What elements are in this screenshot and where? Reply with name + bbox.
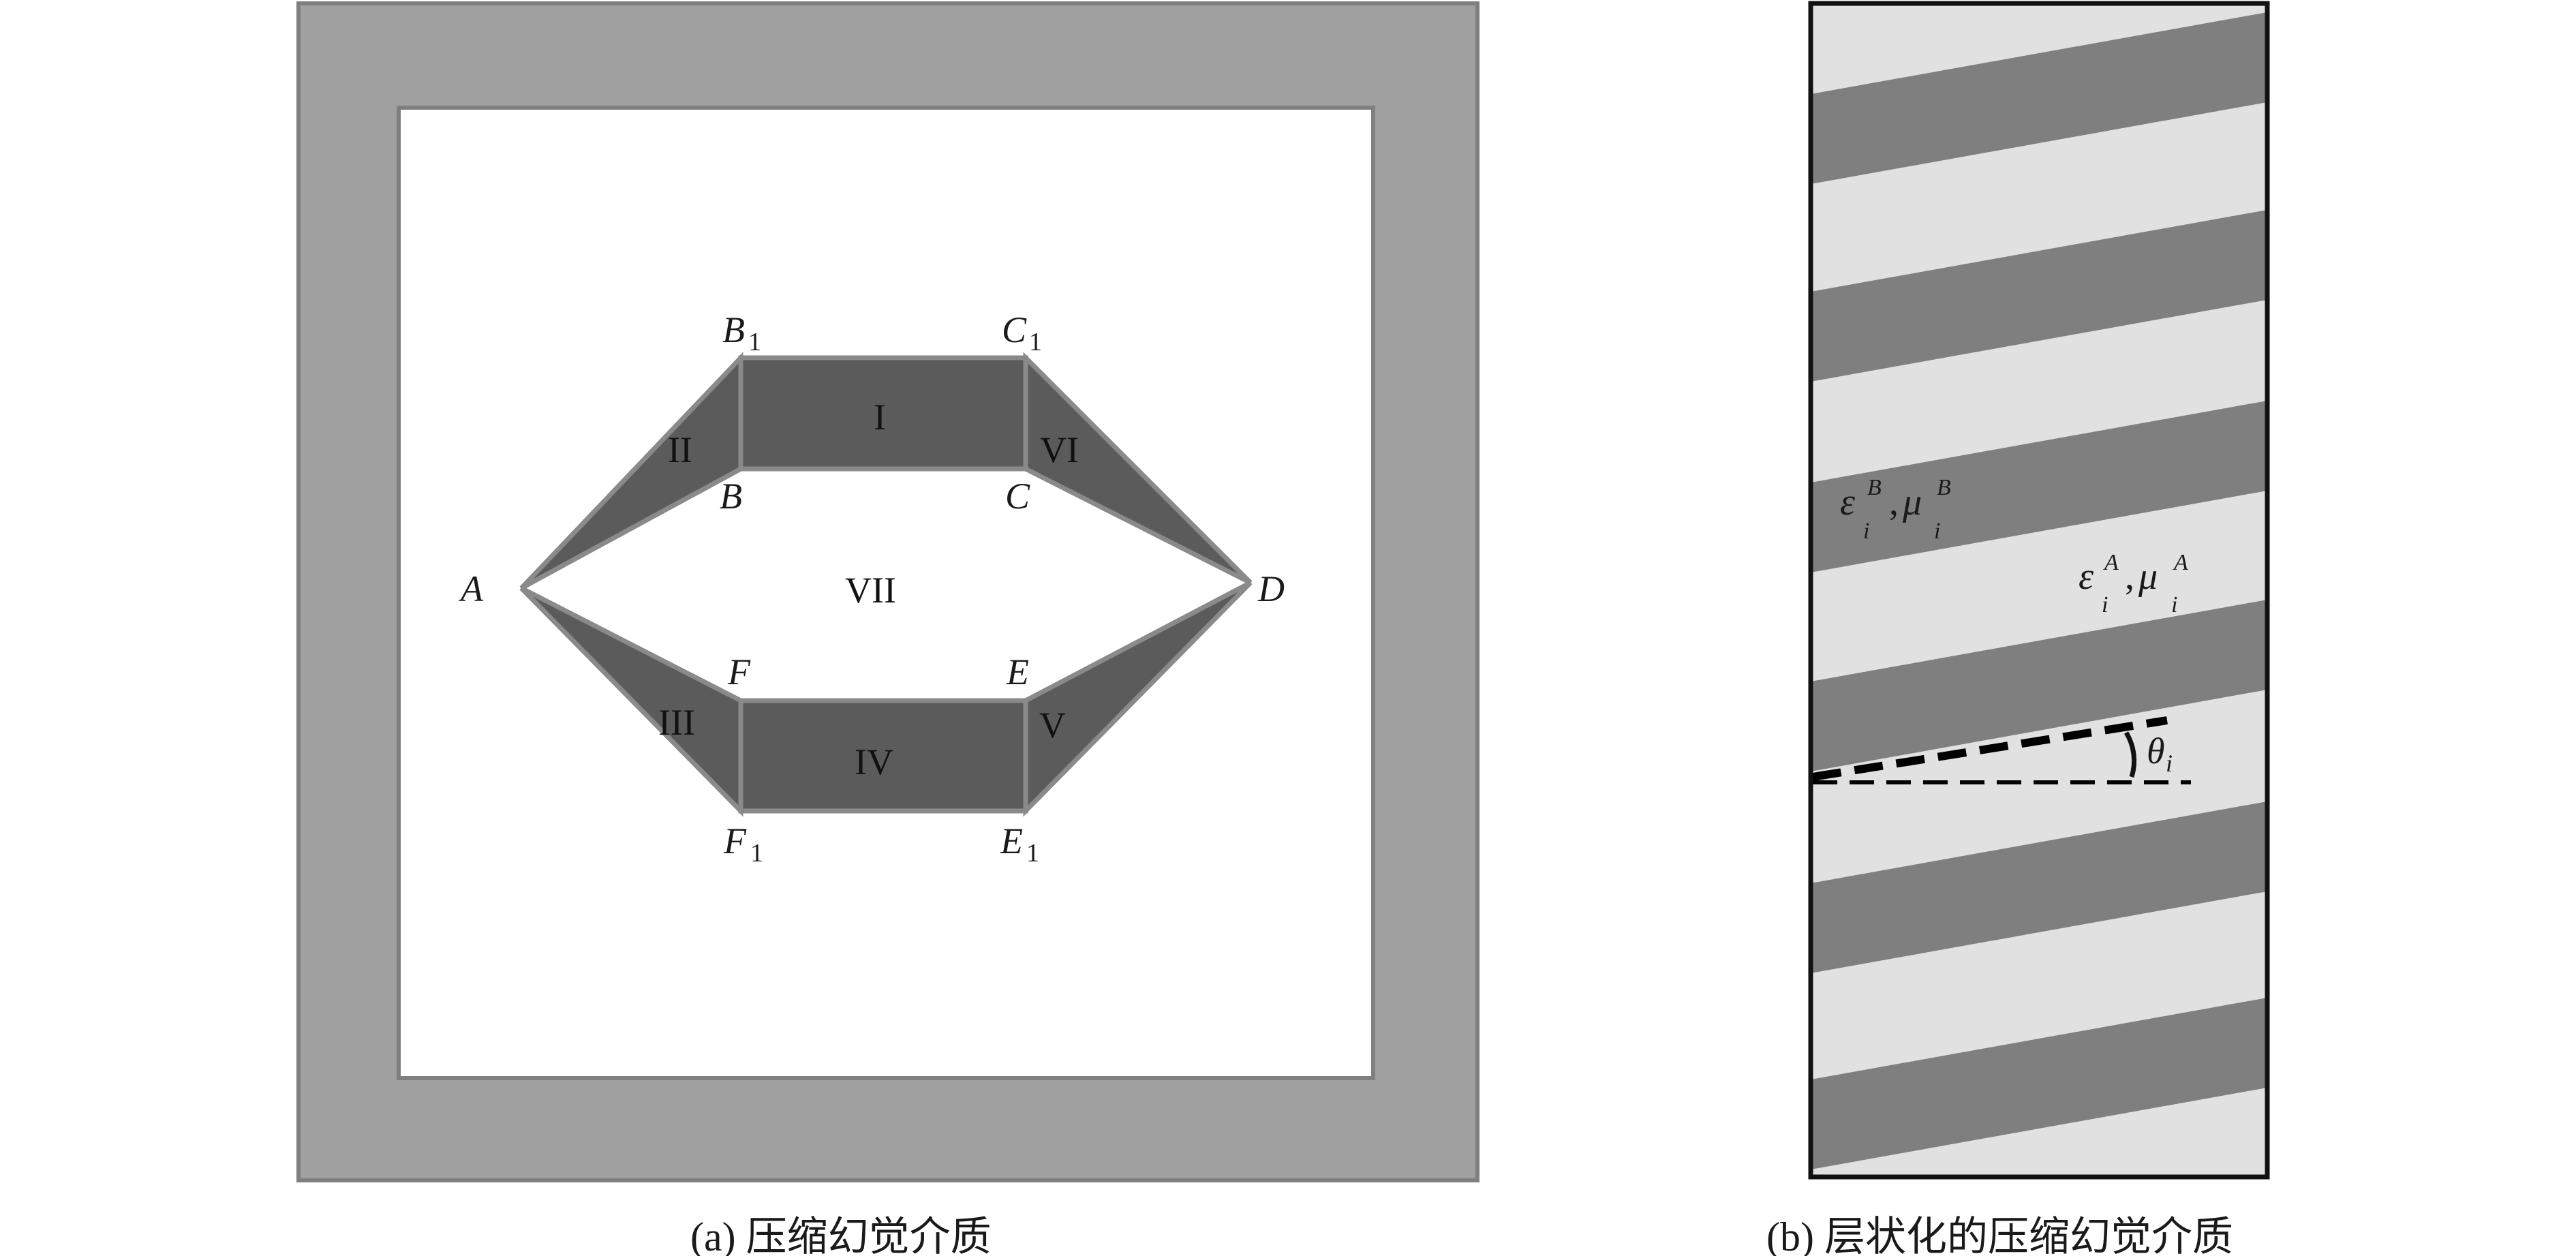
svg-text:A: A [2103, 550, 2119, 575]
layered-background [1811, 3, 2267, 1177]
dark-layer [1811, 210, 2267, 382]
inner-white-region [397, 106, 1375, 1080]
point-D-label: D [1257, 568, 1285, 609]
cloak-regions [519, 352, 1253, 817]
svg-text:B: B [1867, 475, 1882, 500]
point-B-label: B [720, 476, 742, 517]
point-F1-label: F [723, 821, 747, 861]
tilted-reference-line [1812, 716, 2168, 781]
point-F-label: F [727, 652, 751, 692]
region-II-label: II [668, 429, 692, 470]
point-E-label: E [1006, 652, 1029, 692]
panel-b: θ i ε i B , μ i B ε i A , μ i A (b) 层状化的… [1766, 1, 2270, 1256]
dark-layer [1811, 600, 2267, 771]
panel-a: A B 1 C 1 B C D F E F 1 E 1 I II VI VII … [296, 1, 1479, 1256]
svg-text:,: , [1889, 481, 1899, 523]
angle-symbol: θ [2147, 731, 2165, 771]
svg-text:A: A [2173, 550, 2188, 575]
svg-text:i: i [1863, 519, 1869, 544]
angle-subscript: i [2166, 750, 2173, 777]
svg-text:μ: μ [2138, 555, 2158, 598]
point-F1-subscript: 1 [750, 839, 763, 868]
point-E1-label: E [1000, 821, 1023, 861]
dark-layer [1811, 401, 2267, 572]
region-III-label: III [658, 702, 695, 743]
region-V-label: V [1039, 705, 1066, 746]
region-I-label: I [874, 397, 886, 438]
angle-arc [2123, 731, 2136, 778]
region-II-shape [519, 352, 743, 591]
svg-text:μ: μ [1902, 481, 1922, 523]
region-VI-shape [1023, 352, 1253, 585]
point-C-label: C [1005, 476, 1030, 517]
panel-b-caption: (b) 层状化的压缩幻觉介质 [1766, 1214, 2233, 1256]
svg-text:B: B [1937, 475, 1951, 500]
panel-a-caption: (a) 压缩幻觉介质 [690, 1214, 992, 1256]
point-B1-subscript: 1 [748, 328, 761, 356]
point-E1-subscript: 1 [1026, 839, 1039, 868]
material-B-label: ε i B , μ i B [1840, 475, 1951, 544]
point-C1-subscript: 1 [1029, 328, 1042, 356]
layered-stripes [1811, 12, 2267, 1169]
svg-text:i: i [1934, 519, 1940, 544]
point-B1-label: B [722, 309, 745, 350]
region-III-shape [519, 585, 743, 817]
svg-text:i: i [2102, 592, 2108, 617]
svg-text:,: , [2125, 555, 2134, 598]
dark-layer [1811, 801, 2267, 973]
region-V-shape [1023, 580, 1253, 817]
svg-text:ε: ε [2079, 555, 2094, 598]
svg-text:i: i [2171, 592, 2177, 617]
point-C1-label: C [1002, 309, 1027, 350]
svg-text:ε: ε [1840, 481, 1856, 523]
region-VII-label: VII [845, 570, 896, 611]
layered-border [1808, 1, 2270, 1180]
point-A-label: A [459, 568, 484, 609]
dark-layer [1811, 12, 2267, 184]
region-IV-label: IV [855, 741, 893, 782]
dark-layer [1811, 998, 2267, 1169]
material-A-label: ε i A , μ i A [2079, 550, 2188, 617]
region-VI-label: VI [1040, 429, 1079, 470]
